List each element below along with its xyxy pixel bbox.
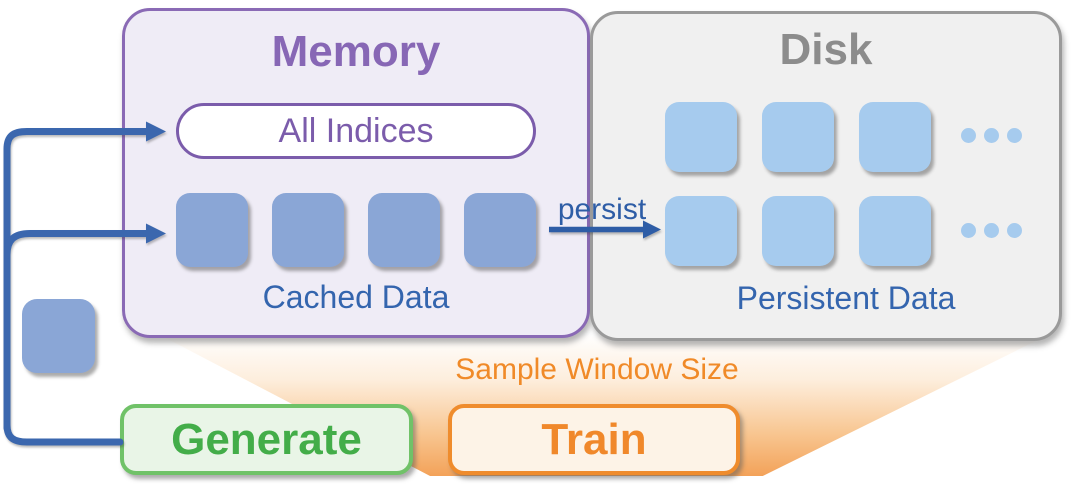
ellipsis-dot bbox=[984, 223, 999, 238]
persistent-data-square bbox=[665, 196, 737, 266]
generated-data-square bbox=[22, 299, 95, 373]
ellipsis-dot bbox=[984, 128, 999, 143]
cached-data-square bbox=[272, 193, 344, 267]
ellipsis-dot bbox=[961, 128, 976, 143]
persistent-data-square bbox=[762, 196, 834, 266]
ellipsis-dot bbox=[1007, 128, 1022, 143]
generate-label: Generate bbox=[171, 414, 362, 464]
persistent-data-row-2 bbox=[665, 196, 931, 266]
cached-data-square bbox=[176, 193, 248, 267]
train-label: Train bbox=[541, 414, 647, 464]
all-indices-pill: All Indices bbox=[176, 103, 536, 159]
persist-label: persist bbox=[557, 193, 647, 226]
cached-data-square bbox=[464, 193, 536, 267]
ellipsis-dot bbox=[961, 223, 976, 238]
memory-box: Memory All Indices Cached Data bbox=[122, 8, 590, 338]
disk-title: Disk bbox=[779, 25, 873, 74]
ellipsis-dot bbox=[1007, 223, 1022, 238]
disk-box: Disk Persistent Data bbox=[590, 11, 1062, 341]
train-button: Train bbox=[448, 404, 740, 475]
persistent-data-square bbox=[859, 196, 931, 266]
persistent-data-caption: Persistent Data bbox=[736, 280, 956, 316]
all-indices-label: All Indices bbox=[278, 111, 434, 150]
generate-button: Generate bbox=[120, 404, 413, 475]
cached-data-row bbox=[125, 193, 587, 267]
persistent-data-square bbox=[762, 102, 834, 172]
sample-window-size-label: Sample Window Size bbox=[455, 353, 739, 386]
ellipsis-dots-row-1 bbox=[961, 128, 1022, 143]
persistent-data-row-1 bbox=[665, 102, 931, 172]
cached-data-caption: Cached Data bbox=[262, 279, 450, 315]
cached-data-square bbox=[368, 193, 440, 267]
persistent-data-square bbox=[665, 102, 737, 172]
ellipsis-dots-row-2 bbox=[961, 223, 1022, 238]
persistent-data-square bbox=[859, 102, 931, 172]
memory-title: Memory bbox=[271, 27, 441, 76]
generate-hook-line bbox=[3, 421, 124, 446]
